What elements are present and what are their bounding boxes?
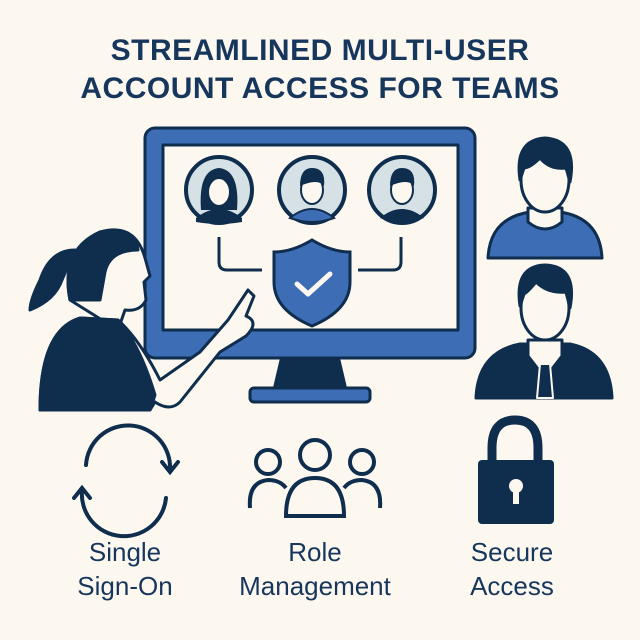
feature-label-line1: Secure bbox=[470, 537, 554, 567]
title-line-2: ACCOUNT ACCESS FOR TEAMS bbox=[80, 72, 560, 105]
group-icon bbox=[247, 438, 383, 518]
man-in-suit bbox=[474, 263, 614, 400]
man-blue-shirt bbox=[486, 136, 604, 260]
woman-pointing bbox=[28, 228, 256, 412]
feature-label-line2: Sign-On bbox=[77, 571, 173, 601]
feature-label-line1: Role bbox=[288, 537, 342, 567]
feature-label-line1: Single bbox=[88, 537, 162, 567]
user-avatar-male-blue bbox=[277, 155, 347, 225]
feature-single-sign-on: Single Sign-On bbox=[25, 535, 225, 603]
sync-icon bbox=[72, 423, 180, 539]
lock-icon bbox=[478, 415, 554, 524]
feature-secure-access: Secure Access bbox=[412, 535, 612, 603]
connector-lines bbox=[217, 237, 403, 272]
user-avatar-male-navy bbox=[367, 155, 437, 225]
title-line-1: STREAMLINED MULTI-USER bbox=[110, 34, 530, 67]
user-avatar-female bbox=[184, 155, 254, 225]
feature-label-line2: Access bbox=[470, 571, 554, 601]
shield-check-icon bbox=[272, 238, 352, 328]
feature-label-line2: Management bbox=[239, 571, 391, 601]
feature-role-management: Role Management bbox=[215, 535, 415, 603]
